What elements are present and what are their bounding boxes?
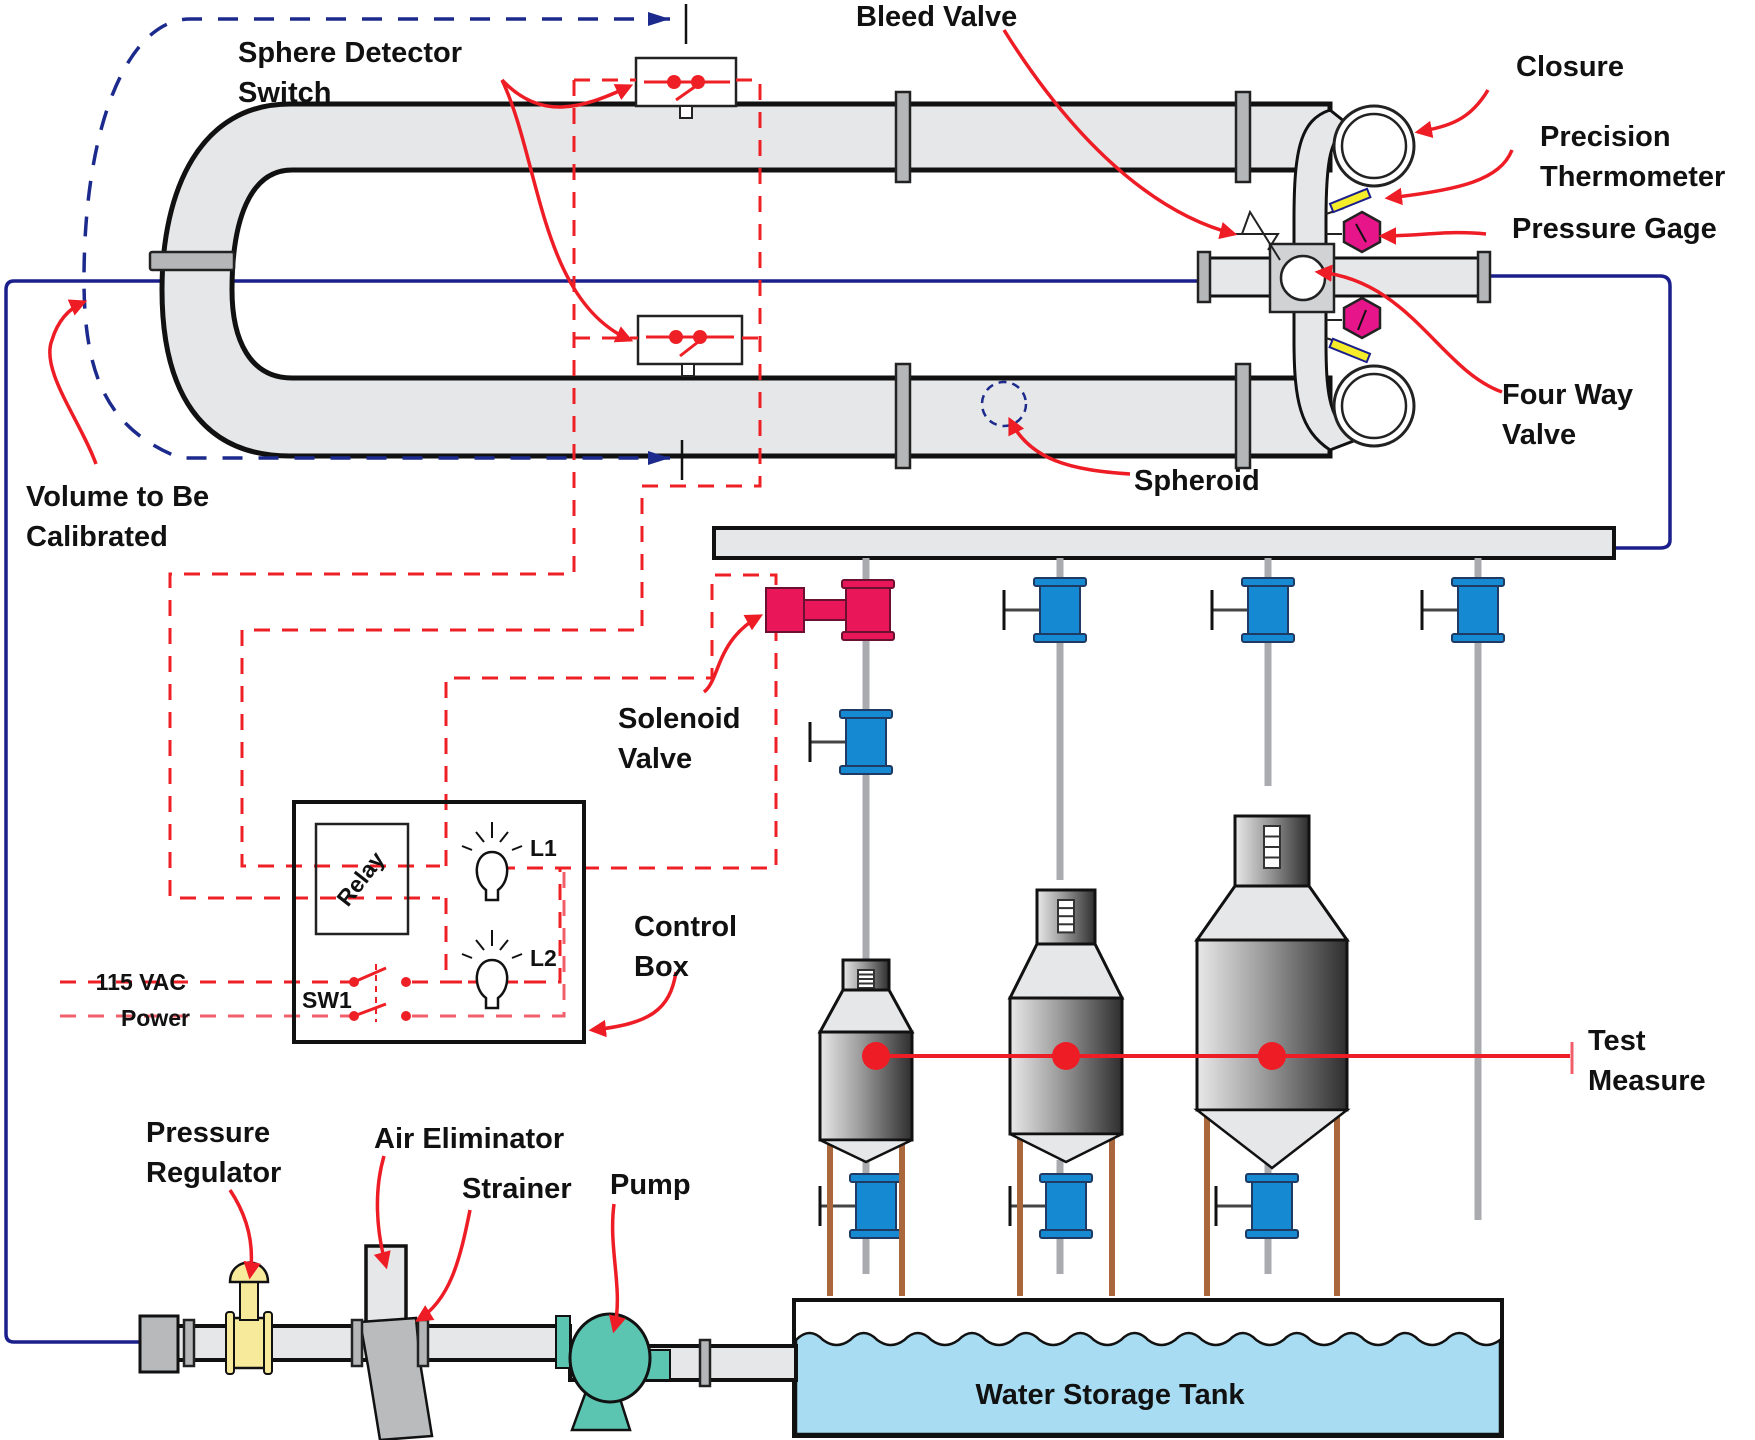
signal-wiring <box>60 78 778 1018</box>
water-storage-tank <box>792 1298 1504 1438</box>
switch-label: SW1 <box>302 987 352 1013</box>
relay <box>314 822 410 936</box>
pump <box>555 1312 712 1432</box>
lamp-l2-label: L2 <box>530 945 557 971</box>
lamp-l1-label: L1 <box>530 835 557 861</box>
relay-label: Relay <box>331 846 389 911</box>
lamp-l2-icon <box>461 930 523 1010</box>
precision-thermometer-lower <box>1328 337 1372 364</box>
manual-valve-2 <box>1210 577 1295 643</box>
air-eliminator-label: Air Eliminator <box>374 1123 564 1155</box>
precision-thermometer-label-line2: Thermometer <box>1540 161 1725 193</box>
pressure-gage-upper <box>1342 210 1382 254</box>
inlet-coupling <box>138 1314 180 1374</box>
valve-outlet-flange <box>1476 250 1492 304</box>
test-measures <box>817 814 1351 1296</box>
sphere-detector-switch-lower <box>636 314 744 377</box>
four-way-valve-body <box>1279 254 1327 302</box>
valve-inlet-flange <box>1196 250 1212 304</box>
power-label-line2: Power <box>121 1005 190 1031</box>
flow-return-line <box>4 274 1672 1344</box>
sphere-detector-label-line1: Sphere Detector <box>238 37 462 69</box>
precision-thermometer-upper <box>1328 187 1372 214</box>
volume-label-line2: Calibrated <box>26 521 168 553</box>
solenoid-valve-label-line2: Valve <box>618 743 692 775</box>
manual-valve-4 <box>808 709 893 775</box>
test-measure-label-line1: Test <box>1588 1025 1646 1057</box>
precision-thermometer-label-line1: Precision <box>1540 121 1671 153</box>
prover-loop-pipe <box>148 90 1333 470</box>
test-measure-label-line2: Measure <box>1588 1065 1706 1097</box>
pressure-regulator-label-line1: Pressure <box>146 1117 270 1149</box>
manual-valves <box>808 577 1505 1239</box>
risers <box>862 558 1482 1274</box>
lower-flange-2 <box>1234 362 1252 470</box>
four-way-valve-label-line2: Valve <box>1502 419 1576 451</box>
pressure-regulator-label-line2: Regulator <box>146 1157 281 1189</box>
upper-flange-1 <box>894 90 912 184</box>
water-surface <box>794 1331 1502 1436</box>
test-measure-vessel-large <box>1193 814 1351 1296</box>
manual-valve-3 <box>1420 577 1505 643</box>
sphere-detector-label-line2: Switch <box>238 77 331 109</box>
spheroid <box>980 380 1028 428</box>
strainer-label: Strainer <box>462 1173 572 1205</box>
power-label-line1: 115 VAC <box>96 969 186 995</box>
four-way-valve-assembly <box>1196 104 1492 452</box>
sphere-detector-switch-upper <box>634 56 738 119</box>
manual-valve-5 <box>818 1173 903 1239</box>
bleed-valve <box>1235 209 1281 261</box>
calibrated-volume-indicator <box>82 4 688 480</box>
control-box: Relay L1 L2 <box>292 800 586 1044</box>
pump-label: Pump <box>610 1169 691 1201</box>
solenoid-valve-label-line1: Solenoid <box>618 703 740 735</box>
test-measure-line <box>862 1042 1574 1074</box>
water-storage-tank-label: Water Storage Tank <box>975 1379 1245 1411</box>
bleed-valve-label: Bleed Valve <box>856 1 1017 33</box>
control-box-label-line2: Box <box>634 951 689 983</box>
manifold-header <box>712 526 1616 560</box>
strainer <box>350 1316 434 1440</box>
pressure-regulator <box>225 1261 273 1375</box>
lamp-l1-icon <box>461 822 523 902</box>
manual-valve-1 <box>1002 577 1087 643</box>
manual-valve-7 <box>1214 1173 1299 1239</box>
air-eliminator <box>364 1244 408 1328</box>
callout-arrows <box>48 29 1514 1334</box>
four-way-valve-label-line1: Four Way <box>1502 379 1633 411</box>
control-box-label-line1: Control <box>634 911 737 943</box>
solenoid-valve <box>765 579 895 641</box>
closure-label: Closure <box>1516 51 1624 83</box>
test-measure-vessel-medium <box>1007 888 1125 1296</box>
pressure-gage-label: Pressure Gage <box>1512 213 1717 245</box>
spheroid-label: Spheroid <box>1134 465 1260 497</box>
manual-valve-6 <box>1008 1173 1093 1239</box>
bend-flange <box>148 250 236 272</box>
switch-sw1 <box>349 964 411 1022</box>
volume-label-line1: Volume to Be <box>26 481 209 513</box>
lower-flange-1 <box>894 362 912 470</box>
upper-flange-2 <box>1234 90 1252 184</box>
